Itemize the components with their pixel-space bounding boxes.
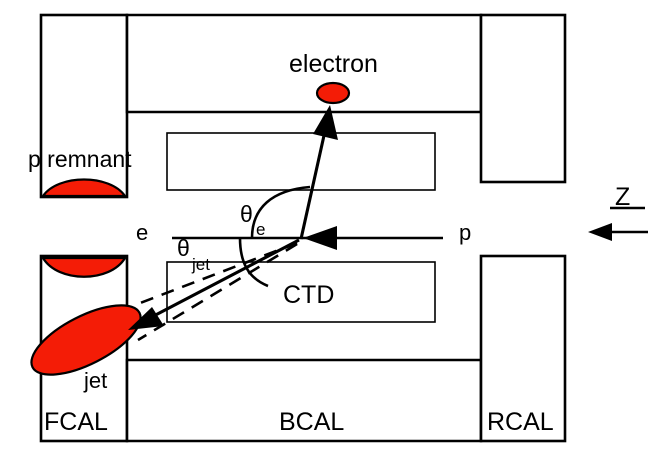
- theta-jet-arc: [238, 237, 269, 288]
- angle-arc-group: [238, 185, 311, 288]
- theta-e-symbol: θ: [240, 201, 253, 227]
- z-axis-label: Z: [615, 183, 630, 211]
- rcal-upper-box: [479, 13, 567, 184]
- ctd-label: CTD: [283, 281, 334, 309]
- electron-blob: [315, 81, 351, 105]
- proton-beam-label: p: [459, 220, 471, 245]
- scattered-electron-track-group: [299, 105, 338, 240]
- electron-track-line: [299, 121, 329, 240]
- p-remnant-label: p remnant: [28, 146, 132, 172]
- bcal-label: BCAL: [279, 408, 344, 436]
- ctd-upper-box: [166, 132, 436, 191]
- theta-jet-subscript: jet: [191, 255, 210, 274]
- rcal-label: RCAL: [487, 408, 554, 436]
- jet-label: jet: [83, 368, 107, 393]
- z-axis-group: [588, 206, 648, 241]
- proton-beam-arrowhead: [303, 226, 337, 250]
- theta-e-subscript: e: [256, 220, 265, 239]
- theta-e-arc: [250, 185, 311, 239]
- beam-axis-group: [172, 226, 443, 250]
- label-group: electron p remnant e p θ e θ jet CTD jet…: [28, 50, 630, 436]
- energy-deposit-group: [30, 81, 351, 376]
- theta-jet-symbol: θ: [177, 235, 190, 261]
- p-remnant-blob: [41, 178, 127, 198]
- fcal-label: FCAL: [44, 408, 108, 436]
- fcal-forward-deposit-blob: [41, 256, 127, 278]
- z-axis-arrowhead: [588, 223, 612, 241]
- electron-beam-label: e: [136, 220, 148, 245]
- electron-track-arrowhead: [313, 105, 338, 140]
- rcal-lower-box: [479, 254, 567, 443]
- jet-track-group: [128, 238, 300, 342]
- bcal-upper-box: [125, 13, 483, 114]
- jet-blob: [30, 304, 142, 376]
- jet-cone-upper-dashed: [134, 241, 298, 307]
- jet-cone-lower-dashed: [137, 242, 298, 342]
- fcal-upper-box: [39, 13, 129, 199]
- electron-label: electron: [289, 50, 378, 78]
- jet-track-arrowhead: [128, 307, 164, 330]
